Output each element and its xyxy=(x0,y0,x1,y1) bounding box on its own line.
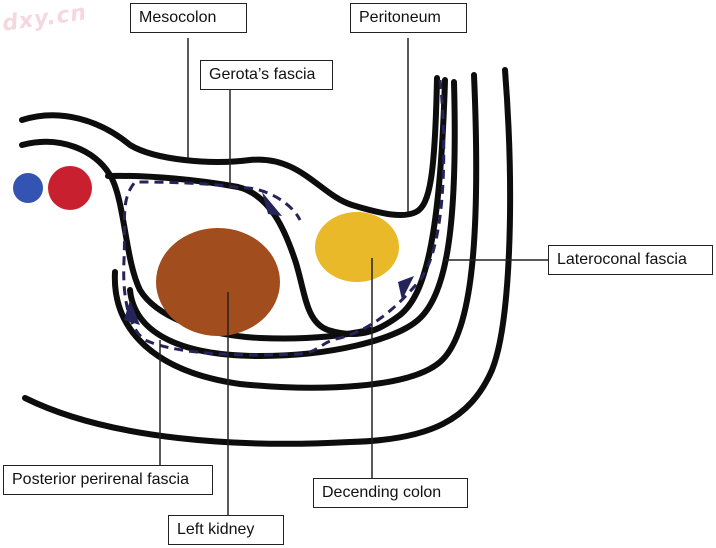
anterior-renal-fascia xyxy=(19,138,373,342)
vein-circle xyxy=(13,173,43,203)
peritoneum-line xyxy=(19,75,440,219)
outer-curve-middle xyxy=(111,72,480,391)
label-peritoneum: Peritoneum xyxy=(350,3,467,33)
posterior-fascia-line xyxy=(127,79,458,360)
label-lateroconal-fascia: Lateroconal fascia xyxy=(548,245,713,275)
label-decending-colon: Decending colon xyxy=(313,478,468,508)
dashed-fluid-path xyxy=(122,79,446,357)
label-left-kidney: Left kidney xyxy=(168,515,284,545)
descending-colon-shape xyxy=(315,212,399,282)
arrow-right-icon xyxy=(398,276,414,300)
label-gerotas-fascia: Gerota’s fascia xyxy=(200,60,333,90)
arrow-left-icon xyxy=(124,300,140,325)
arrow-top-icon xyxy=(262,192,282,216)
left-kidney-shape xyxy=(156,228,280,336)
label-mesocolon: Mesocolon xyxy=(130,3,247,33)
label-posterior-perirenal-fascia: Posterior perirenal fascia xyxy=(3,465,213,495)
artery-circle xyxy=(48,166,92,210)
